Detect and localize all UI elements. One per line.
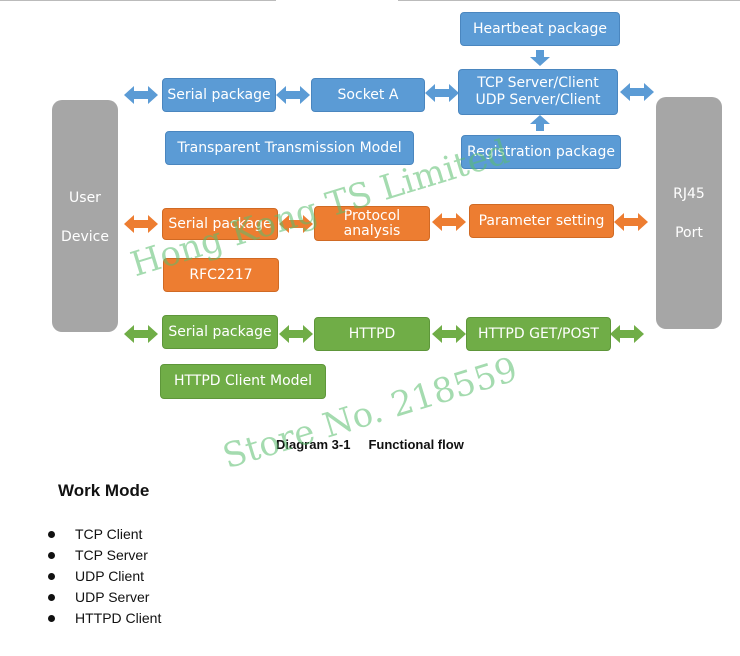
rfc2217-box: RFC2217	[163, 258, 279, 292]
blue-arrow-heartbeat-down	[530, 50, 550, 66]
user-device-label-1: User	[69, 190, 101, 206]
blue-arrow-device	[124, 86, 158, 104]
work-mode-list: TCP Client TCP Server UDP Client UDP Ser…	[48, 526, 161, 631]
top-rule-left	[0, 0, 276, 1]
orange-serial-package-box: Serial package	[162, 208, 278, 240]
user-device-panel: User Device	[52, 100, 118, 332]
list-item: TCP Server	[48, 547, 161, 568]
parameter-setting-box: Parameter setting	[469, 204, 614, 238]
server-line-2: UDP Server/Client	[475, 92, 601, 108]
tcp-udp-server-box: TCP Server/Client UDP Server/Client	[458, 69, 618, 115]
green-arrow-port	[610, 325, 644, 343]
httpd-box: HTTPD	[314, 317, 430, 351]
rj45-port-panel: RJ45 Port	[656, 97, 722, 329]
top-rule-right	[398, 0, 740, 1]
blue-arrow-socket-server	[425, 84, 459, 102]
orange-arrow-port	[614, 213, 648, 231]
green-arrow-httpd-getpost	[432, 325, 466, 343]
heartbeat-package-box: Heartbeat package	[460, 12, 620, 46]
protocol-line-2: analysis	[343, 222, 401, 239]
server-line-1: TCP Server/Client	[477, 75, 599, 91]
green-arrow-serial-httpd	[279, 325, 313, 343]
rj45-port-label-1: RJ45	[673, 186, 705, 202]
list-item: HTTPD Client	[48, 610, 161, 631]
blue-arrow-serial-socket	[276, 86, 310, 104]
protocol-line-1: Protocol	[343, 207, 401, 224]
protocol-analysis-box: Protocol analysis	[314, 206, 430, 241]
blue-arrow-registration-up	[530, 115, 550, 131]
blue-arrow-port	[620, 83, 654, 101]
list-item: UDP Client	[48, 568, 161, 589]
work-mode-heading: Work Mode	[58, 481, 150, 500]
httpd-client-model-box: HTTPD Client Model	[160, 364, 326, 399]
transparent-transmission-model-box: Transparent Transmission Model	[165, 131, 414, 165]
blue-serial-package-box: Serial package	[162, 78, 276, 112]
diagram-caption: Diagram 3-1 Functional flow	[276, 437, 464, 452]
green-arrow-device	[124, 325, 158, 343]
httpd-get-post-box: HTTPD GET/POST	[466, 317, 611, 351]
orange-arrow-device	[124, 215, 158, 233]
user-device-label-2: Device	[61, 229, 109, 245]
socket-a-box: Socket A	[311, 78, 425, 112]
orange-arrow-protocol-parameter	[432, 213, 466, 231]
registration-package-box: Registration package	[461, 135, 621, 169]
list-item: TCP Client	[48, 526, 161, 547]
list-item: UDP Server	[48, 589, 161, 610]
green-serial-package-box: Serial package	[162, 315, 278, 349]
rj45-port-label-2: Port	[675, 225, 703, 241]
